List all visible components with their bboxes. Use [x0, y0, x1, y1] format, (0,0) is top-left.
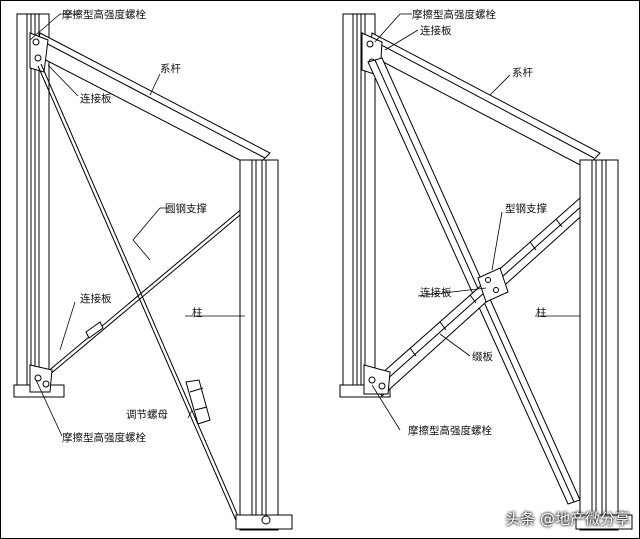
right-label-column: 柱 [536, 306, 547, 319]
right-label-batten-plate: 缀板 [472, 350, 493, 363]
right-batten-plates [409, 218, 563, 357]
left-bracing-drawing [13, 13, 293, 531]
right-label-tie-rod: 系杆 [512, 66, 533, 79]
left-label-column: 柱 [192, 306, 203, 319]
right-labels: 摩擦型高强度螺栓 连接板 系杆 型钢支撑 连接板 柱 缀板 摩擦型高强度螺栓 [408, 8, 547, 437]
left-label-bolt-top: 摩擦型高强度螺栓 [62, 8, 146, 21]
right-label-bolt-bottom: 摩擦型高强度螺栓 [408, 424, 492, 437]
left-column-front [235, 159, 293, 531]
right-leader-lines [371, 13, 580, 431]
left-label-round-steel-brace: 圆钢支撑 [165, 202, 207, 215]
right-tie-rod [369, 32, 601, 169]
left-label-tie-rod: 系杆 [160, 62, 181, 75]
left-round-steel-braces [37, 63, 247, 526]
right-column-front [575, 159, 633, 531]
left-tie-rod [35, 32, 271, 169]
left-label-gusset-bottom: 连接板 [80, 292, 112, 305]
left-label-gusset-top: 连接板 [80, 92, 112, 105]
right-column-back [339, 13, 391, 398]
right-section-steel-brace-1 [367, 57, 581, 505]
left-labels: 摩擦型高强度螺栓 系杆 连接板 圆钢支撑 连接板 柱 调节螺母 摩擦型高强度螺栓 [62, 8, 207, 444]
right-bracing-drawing [339, 13, 633, 531]
left-label-bolt-bottom: 摩擦型高强度螺栓 [62, 431, 146, 444]
right-label-gusset-top: 连接板 [420, 24, 452, 37]
watermark: 头条 @地产微分享 [505, 510, 630, 528]
left-column-back [13, 13, 65, 398]
right-section-steel-brace-2 [371, 197, 589, 397]
left-leader-lines [29, 13, 245, 437]
left-turnbuckles [85, 321, 211, 425]
right-label-section-steel-brace: 型钢支撑 [505, 202, 547, 215]
left-label-turnbuckle: 调节螺母 [126, 409, 168, 421]
right-label-gusset-mid: 连接板 [420, 286, 452, 299]
right-label-bolt-top: 摩擦型高强度螺栓 [412, 8, 496, 21]
right-gusset-mid [477, 267, 509, 303]
